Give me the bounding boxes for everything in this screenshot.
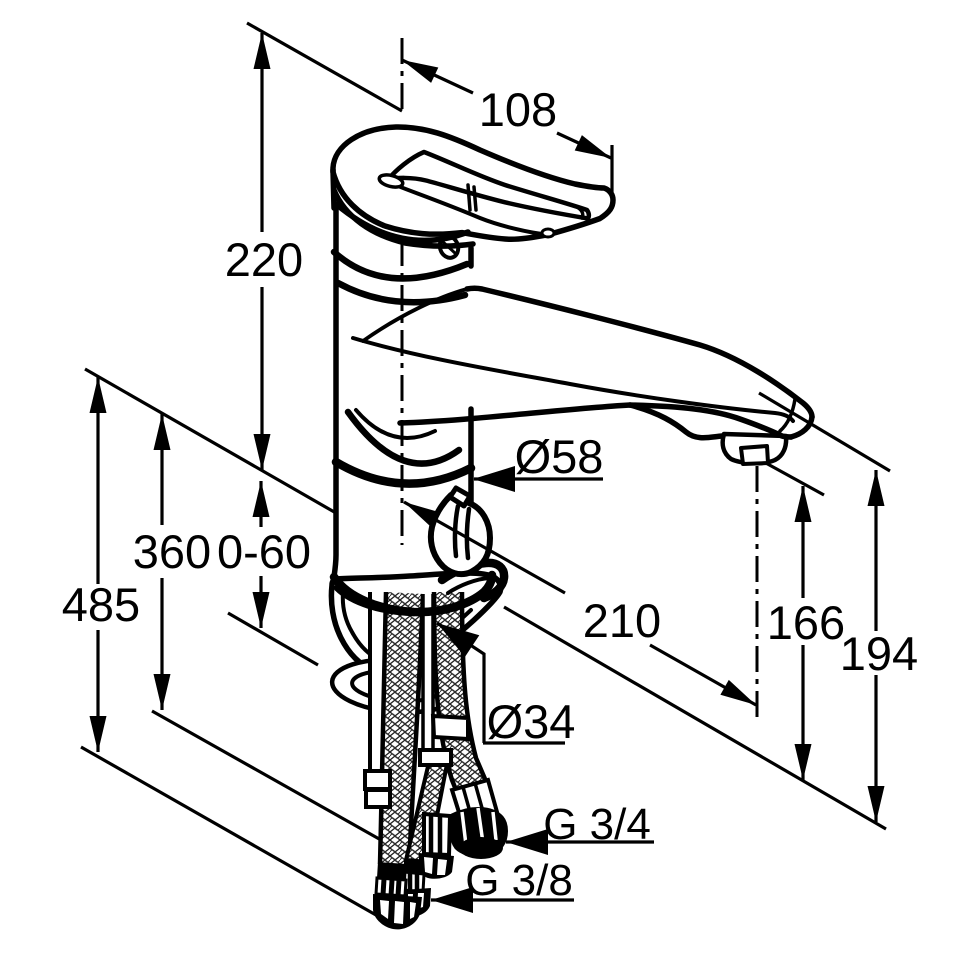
svg-text:194: 194 bbox=[840, 627, 918, 680]
svg-text:360: 360 bbox=[133, 525, 211, 578]
svg-text:0-60: 0-60 bbox=[217, 525, 311, 578]
svg-text:G 3/4: G 3/4 bbox=[543, 800, 651, 849]
svg-text:485: 485 bbox=[62, 578, 140, 631]
svg-text:220: 220 bbox=[225, 233, 303, 286]
svg-text:210: 210 bbox=[583, 594, 661, 647]
svg-text:G 3/8: G 3/8 bbox=[465, 856, 573, 905]
svg-text:Ø34: Ø34 bbox=[487, 695, 576, 748]
svg-text:108: 108 bbox=[479, 83, 557, 136]
svg-text:166: 166 bbox=[767, 596, 845, 649]
svg-text:Ø58: Ø58 bbox=[515, 430, 604, 483]
